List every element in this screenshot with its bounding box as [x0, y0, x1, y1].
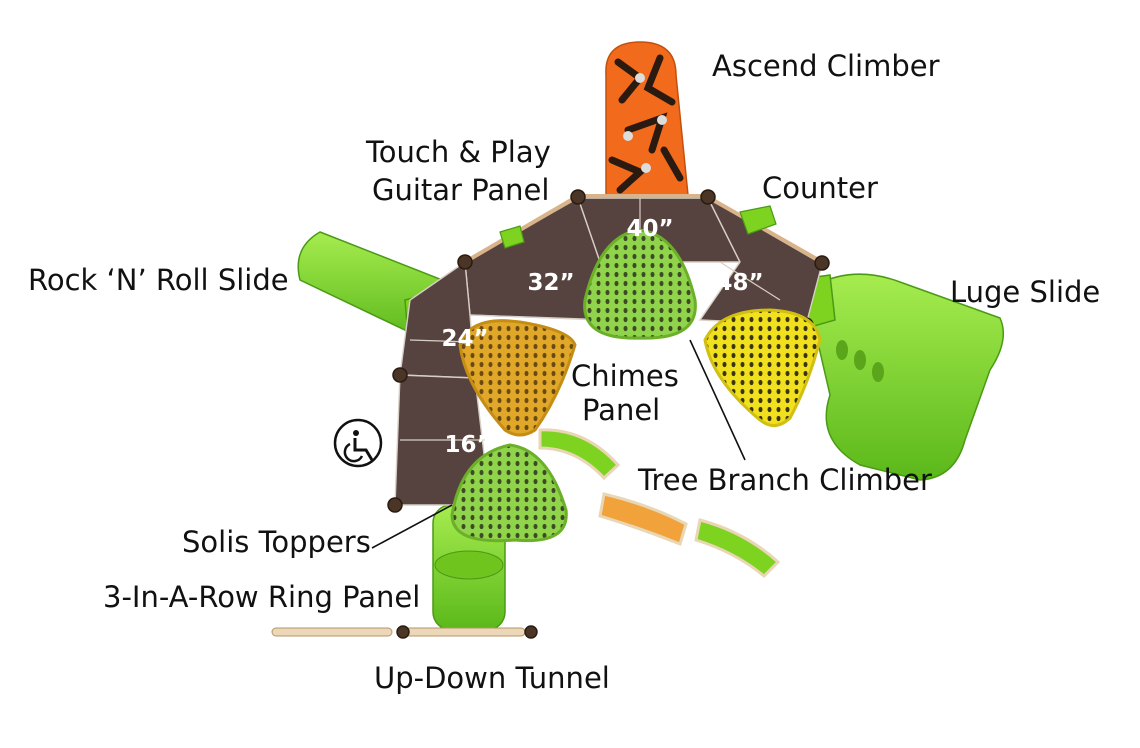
label-solis-toppers: Solis Toppers	[182, 525, 371, 559]
deck-structure	[394, 194, 824, 506]
label-luge-slide: Luge Slide	[950, 275, 1100, 309]
tree-branch-climber-pieces	[538, 428, 781, 579]
ascend-climber	[605, 41, 689, 196]
deck-height-32: 32”	[527, 270, 574, 296]
label-tree-branch-climber: Tree Branch Climber	[637, 463, 932, 497]
counter	[739, 205, 777, 235]
label-up-down-tunnel: Up-Down Tunnel	[374, 661, 610, 695]
label-three-in-a-row: 3-In-A-Row Ring Panel	[103, 580, 420, 614]
label-touch-play-line2: Guitar Panel	[372, 173, 549, 207]
label-ascend-climber: Ascend Climber	[712, 49, 940, 83]
wheelchair-accessible-icon	[333, 418, 383, 468]
deck-height-48: 48”	[716, 270, 763, 296]
solis-topper-green-top	[583, 228, 697, 340]
label-touch-play-line1: Touch & Play	[365, 135, 551, 169]
deck-height-16: 16”	[444, 432, 491, 458]
deck-height-24: 24”	[441, 326, 488, 352]
label-chimes-line2: Panel	[582, 393, 660, 427]
label-chimes-line1: Chimes	[571, 359, 679, 393]
three-in-a-row-ring-panel	[271, 625, 538, 639]
touch-play-guitar-panel	[499, 225, 525, 249]
solis-topper-green-bottom	[450, 443, 568, 543]
label-counter: Counter	[762, 171, 878, 205]
label-rock-n-roll-slide: Rock ‘N’ Roll Slide	[28, 263, 289, 297]
solis-topper-gold-left	[458, 319, 577, 437]
solis-topper-yellow-right	[703, 308, 822, 427]
deck-height-40: 40”	[626, 216, 673, 242]
leader-lines	[371, 339, 746, 549]
